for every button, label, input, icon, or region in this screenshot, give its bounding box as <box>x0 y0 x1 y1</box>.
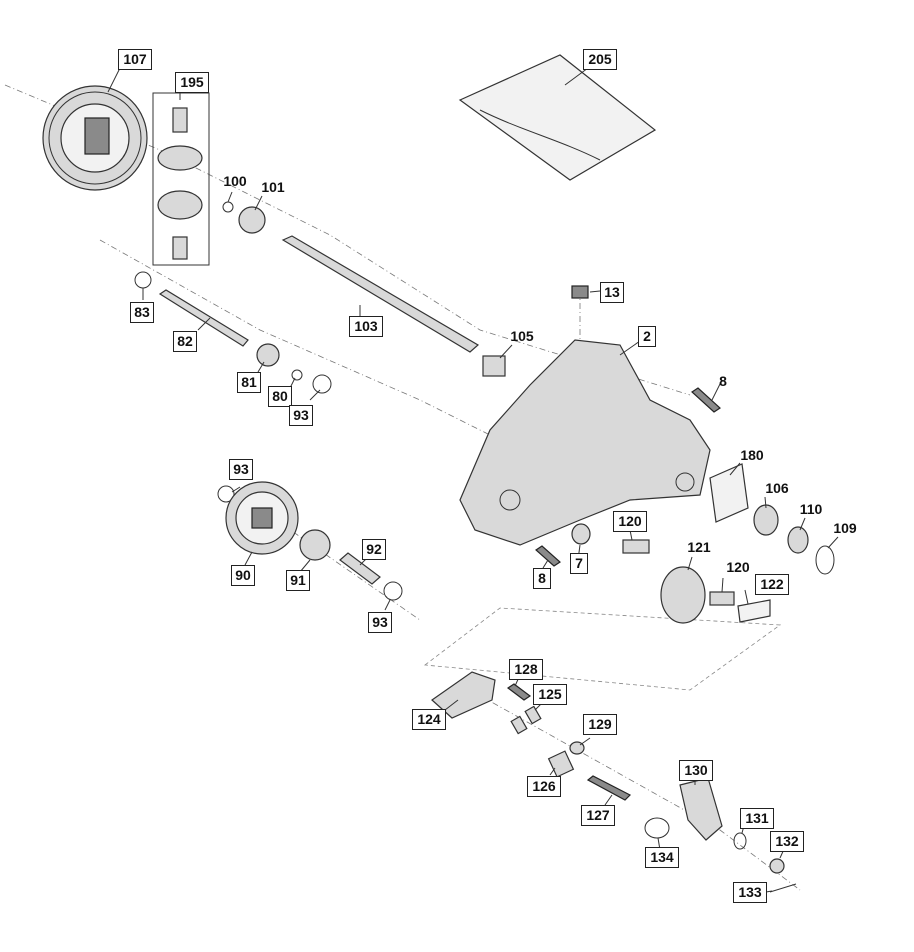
part-label-124: 124 <box>412 709 446 730</box>
washer-83-icon <box>134 271 152 289</box>
gear-107-icon <box>42 85 148 191</box>
part-label-90: 90 <box>231 565 255 586</box>
part-label-83: 83 <box>130 302 154 323</box>
disc-121-icon <box>660 566 706 624</box>
part-label-120-lower: 120 <box>726 559 750 575</box>
seal-7-icon <box>571 523 591 545</box>
spring-134-icon <box>644 817 670 839</box>
part-label-81: 81 <box>237 372 261 393</box>
part-label-195: 195 <box>175 72 209 93</box>
part-label-100: 100 <box>223 173 247 189</box>
gasket-180-icon <box>709 463 749 523</box>
part-label-105: 105 <box>510 328 534 344</box>
part-label-103: 103 <box>349 316 383 337</box>
bracket-124-icon <box>431 671 496 719</box>
part-label-7: 7 <box>570 553 588 574</box>
part-label-110: 110 <box>799 501 823 517</box>
part-label-101: 101 <box>261 179 285 195</box>
part-label-92: 92 <box>362 539 386 560</box>
part-label-8-upper: 8 <box>719 373 727 389</box>
bag-205-icon <box>458 54 657 181</box>
seal-110-icon <box>787 526 809 554</box>
part-label-132: 132 <box>770 831 804 852</box>
part-label-133: 133 <box>733 882 767 903</box>
circlip-109-icon <box>815 545 835 575</box>
part-label-109: 109 <box>833 520 857 536</box>
block-120-icon <box>622 539 650 554</box>
nut-132-icon <box>769 858 785 874</box>
part-label-13: 13 <box>600 282 624 303</box>
pin-125-icon <box>510 715 528 735</box>
part-label-2: 2 <box>638 326 656 347</box>
washer-131-icon <box>733 832 747 850</box>
shaft-103-icon <box>281 235 480 353</box>
axis-line <box>99 239 501 441</box>
differential-kit-195 <box>152 92 210 266</box>
part-label-129: 129 <box>583 714 617 735</box>
block-120-icon <box>709 591 735 606</box>
lever-130-icon <box>679 777 723 841</box>
ring-80-icon <box>291 369 303 381</box>
part-label-122: 122 <box>755 574 789 595</box>
gear-90-icon <box>225 481 299 555</box>
ring-100-icon <box>222 201 234 213</box>
bolt-8-lower-icon <box>535 545 561 567</box>
pinion-81-icon <box>256 343 280 367</box>
bush-126-icon <box>547 750 575 778</box>
part-label-93-left: 93 <box>229 459 253 480</box>
part-label-128: 128 <box>509 659 543 680</box>
part-label-121: 121 <box>687 539 711 555</box>
pin-125-icon <box>524 705 542 725</box>
bolt-128-icon <box>506 683 532 701</box>
part-label-120-upper: 120 <box>613 511 647 532</box>
coupling-105-icon <box>482 355 506 377</box>
bearing-106-icon <box>753 504 779 536</box>
part-label-180: 180 <box>740 447 764 463</box>
part-label-106: 106 <box>765 480 789 496</box>
shaft-82-icon <box>158 289 249 347</box>
gear-101-icon <box>238 206 266 234</box>
pin-133-icon <box>769 883 797 893</box>
part-label-91: 91 <box>286 570 310 591</box>
housing-2-icon <box>459 339 711 546</box>
part-label-125: 125 <box>533 684 567 705</box>
part-label-131: 131 <box>740 808 774 829</box>
washer-93-left-icon <box>217 485 235 503</box>
pinion-91-icon <box>299 529 331 561</box>
part-label-82: 82 <box>173 331 197 352</box>
part-label-130: 130 <box>679 760 713 781</box>
bolt-8-icon <box>691 387 721 413</box>
part-label-8-lower: 8 <box>533 568 551 589</box>
bolt-127-icon <box>586 775 632 801</box>
plug-13-icon <box>571 285 589 299</box>
part-label-93-lower: 93 <box>368 612 392 633</box>
part-label-205: 205 <box>583 49 617 70</box>
dashed-group-box <box>423 607 782 691</box>
washer-93-lower-icon <box>383 581 403 601</box>
part-label-107: 107 <box>118 49 152 70</box>
part-label-126: 126 <box>527 776 561 797</box>
part-label-93-upper: 93 <box>289 405 313 426</box>
part-label-127: 127 <box>581 805 615 826</box>
washer-93-icon <box>312 374 332 394</box>
part-label-134: 134 <box>645 847 679 868</box>
plate-122-icon <box>737 599 771 623</box>
part-label-80: 80 <box>268 386 292 407</box>
pin-92-icon <box>339 552 381 585</box>
